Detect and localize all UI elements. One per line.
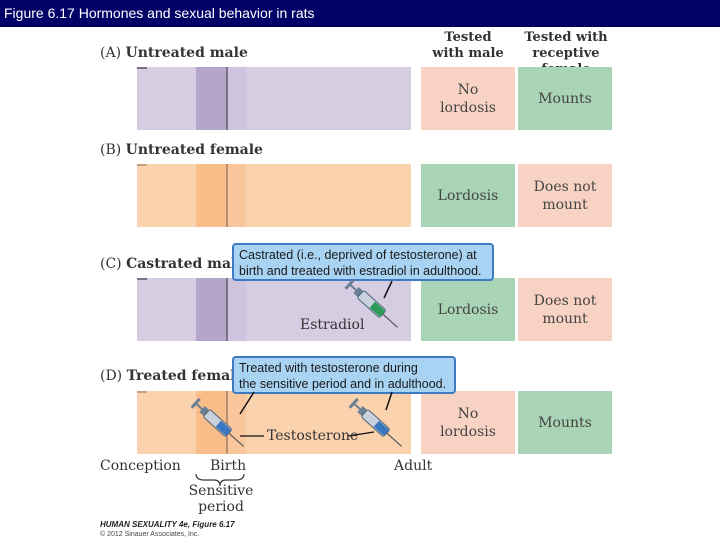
- panel-a-sensitive-band: [196, 67, 227, 130]
- estradiol-label: Estradiol: [300, 317, 365, 333]
- panel-b-result-with-female-line-2: mount: [542, 196, 588, 213]
- column-header-with-female-line-1: Tested with: [524, 30, 608, 45]
- panel-d-result-with-female: Mounts: [518, 391, 612, 454]
- panel-b-result-with-male-text: Lordosis: [437, 187, 499, 204]
- panel-c-birth-tick: [226, 278, 228, 341]
- sensitive-period-line-1: Sensitive: [188, 483, 254, 499]
- testosterone-label: Testosterone: [267, 428, 359, 444]
- panel-a-letter: (A): [100, 45, 122, 61]
- panel-b-timeline-bar: [137, 164, 411, 227]
- panel-c-timeline-bar: [137, 278, 411, 341]
- panel-b-result-with-female-line-1: Does not: [533, 178, 597, 195]
- column-header-with-male-line-1: Tested: [444, 30, 492, 45]
- panel-d-result-with-male-line-1: No: [457, 405, 479, 422]
- sensitive-period-line-2: period: [198, 499, 244, 515]
- castrated-callout-line-1: Castrated (i.e., deprived of testosteron…: [239, 248, 477, 262]
- panel-a-result-with-male-line-2: lordosis: [440, 99, 496, 116]
- panel-c-sensitive-band: [196, 278, 227, 341]
- treated-callout-line-1: Treated with testosterone during: [239, 361, 418, 375]
- copyright-credit: © 2012 Sinauer Associates, Inc.: [100, 531, 200, 538]
- treated-callout: Treated with testosterone during the sen…: [232, 356, 456, 394]
- panel-b-title: Untreated female: [125, 142, 263, 158]
- sensitive-period-label: Sensitive period: [188, 483, 254, 515]
- panel-c-result-with-male: Lordosis: [421, 278, 515, 341]
- panel-d-sensitive-band: [196, 391, 227, 454]
- panel-c-title: Castrated male: [126, 256, 246, 272]
- panel-a-title: Untreated male: [125, 45, 248, 61]
- panel-a-timeline-bar: [137, 67, 411, 130]
- panel-a-birth-tick: [226, 67, 228, 130]
- panel-d-birth-tick: [226, 391, 228, 454]
- panel-d-label: (D) Treated female: [100, 368, 244, 384]
- panel-a-bar-start-line: [137, 67, 147, 69]
- panel-b-birth-tick: [226, 164, 228, 227]
- panel-d-timeline-bar: [137, 391, 411, 454]
- conception-label: Conception: [100, 458, 181, 474]
- panel-c-result-with-female-line-1: Does not: [533, 292, 597, 309]
- panel-c-letter: (C): [100, 256, 122, 272]
- birth-label: Birth: [210, 458, 247, 474]
- panel-a-result-with-female: Mounts: [518, 67, 612, 130]
- column-header-with-male: Tested with male: [428, 30, 508, 62]
- panel-c-label: (C) Castrated male: [100, 256, 245, 272]
- castrated-callout: Castrated (i.e., deprived of testosteron…: [232, 243, 494, 281]
- panel-d-letter: (D): [100, 368, 123, 384]
- panel-c-result-with-male-text: Lordosis: [437, 301, 499, 318]
- panel-c-bar-start-line: [137, 278, 147, 280]
- figure-credit: HUMAN SEXUALITY 4e, Figure 6.17: [100, 520, 235, 529]
- panel-c-result-with-female-line-2: mount: [542, 310, 588, 327]
- slide-title-bar: Figure 6.17 Hormones and sexual behavior…: [0, 0, 720, 27]
- column-header-with-male-line-2: with male: [432, 46, 504, 61]
- panel-b-label: (B) Untreated female: [100, 142, 263, 158]
- panel-b-bar-start-line: [137, 164, 147, 166]
- panel-a-result-with-female-text: Mounts: [538, 90, 592, 107]
- castrated-callout-line-2: birth and treated with estradiol in adul…: [239, 264, 482, 278]
- panel-b-letter: (B): [100, 142, 122, 158]
- adult-label: Adult: [394, 458, 433, 474]
- panel-d-bar-start-line: [137, 391, 147, 393]
- panel-d-title: Treated female: [126, 368, 245, 384]
- treated-callout-line-2: the sensitive period and in adulthood.: [239, 377, 447, 391]
- panel-d-result-with-male-line-2: lordosis: [440, 423, 496, 440]
- panel-a-result-with-male-line-1: No: [457, 81, 479, 98]
- panel-d-result-with-female-text: Mounts: [538, 414, 592, 431]
- panel-b-sensitive-band: [196, 164, 227, 227]
- slide-title: Figure 6.17 Hormones and sexual behavior…: [4, 5, 315, 21]
- panel-a-label: (A) Untreated male: [100, 45, 248, 61]
- panel-b-result-with-male: Lordosis: [421, 164, 515, 227]
